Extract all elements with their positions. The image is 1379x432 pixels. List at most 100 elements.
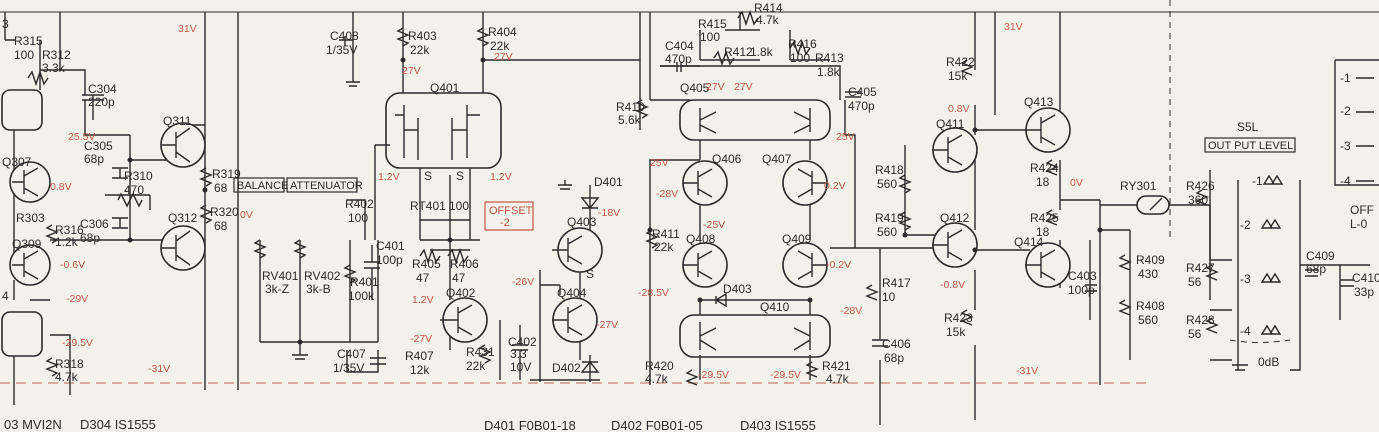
q413-label: Q413 <box>1024 95 1054 109</box>
right-pos-3: -3 <box>1340 139 1351 153</box>
r412-ref: R412 <box>724 45 753 59</box>
r319-value: 68 <box>214 181 228 195</box>
r416-value: 100 <box>790 51 810 65</box>
r417-value: 10 <box>882 290 896 304</box>
r405-ref: R405 <box>412 257 441 271</box>
output-level-box: OUT PUT LEVEL <box>1208 140 1293 152</box>
switch-pos-1: -1 <box>1252 174 1263 188</box>
c404-value: 470p <box>665 52 692 66</box>
rt401-ref: RT401 <box>410 199 446 213</box>
r310-ref: R310 <box>124 169 153 183</box>
v-27v-neg: -27V <box>410 333 432 345</box>
r421-ref: R421 <box>822 359 851 373</box>
v-27v-c: 27V <box>706 81 725 93</box>
r318-ref: R318 <box>55 357 84 371</box>
r418-value: 560 <box>877 177 897 191</box>
r404-value: 22k <box>490 39 510 53</box>
r403-value: 22k <box>410 43 430 57</box>
driver-stage: C404 470p R415 100 R414 4.7k R412 1.8k R… <box>616 1 940 386</box>
r419-value: 560 <box>877 225 897 239</box>
switch-gang-dashed <box>1229 339 1291 343</box>
rv402-value: 3k-B <box>306 282 331 296</box>
left-stage: 3 R315 100 R312 3.3k C304 220p Q307 C305… <box>1 12 253 405</box>
switch-pos-4: -4 <box>1240 324 1251 338</box>
v-29-5v-a: -29.5V <box>698 369 729 381</box>
r408-value: 560 <box>1138 313 1158 327</box>
r425-ref: R425 <box>1030 211 1059 225</box>
c403-ref: C403 <box>1068 269 1097 283</box>
c405-ref: C405 <box>848 85 877 99</box>
c403-value: 100p <box>1068 283 1095 297</box>
c304-ref: C304 <box>88 82 117 96</box>
r414-ref: R414 <box>754 1 783 15</box>
r318-value: 4.7k <box>55 370 79 384</box>
c402-voltage: 10V <box>510 360 531 374</box>
r315-value: 100 <box>14 48 34 62</box>
q412-label: Q412 <box>940 211 970 225</box>
r413-ref: R413 <box>815 51 844 65</box>
r409-value: 430 <box>1138 267 1158 281</box>
v-0-8v-right: 0.8V <box>948 103 970 115</box>
r420-ref: R420 <box>645 359 674 373</box>
r-top-fragment: 3 <box>2 17 9 31</box>
r422-value: 15k <box>948 69 968 83</box>
d402-label: D402 <box>552 361 581 375</box>
footer-d402: D402 F0B01-05 <box>611 418 703 432</box>
r420-value: 4.7k <box>645 372 669 386</box>
v-0-8v-neg: -0.8V <box>940 279 965 291</box>
r404-ref: R404 <box>488 25 517 39</box>
r418-ref: R418 <box>875 163 904 177</box>
r312-value: 3.3k <box>42 61 66 75</box>
q401-label: Q401 <box>430 81 460 95</box>
r407-value: 12k <box>410 363 430 377</box>
q312-label: Q312 <box>168 211 198 225</box>
c402-value: 3.3 <box>510 347 527 361</box>
r401-ref: R401 <box>350 275 379 289</box>
r416-ref: R416 <box>788 37 817 51</box>
r316-value: 1.2k <box>55 235 79 249</box>
v-31v-right-bottom: -31V <box>1016 365 1038 377</box>
v-27v-b: 27V <box>494 51 513 63</box>
v-28-5v: -28.5V <box>638 287 669 299</box>
r424-ref: R424 <box>1030 161 1059 175</box>
d4-fragment: 4 <box>2 289 9 303</box>
r405-value: 47 <box>416 271 430 285</box>
switch-0db-label: 0dB <box>1258 355 1279 369</box>
r427-value: 56 <box>1188 275 1202 289</box>
q403-label: Q403 <box>567 215 597 229</box>
r427-ref: R427 <box>1186 261 1215 275</box>
r410-value: 5.6k <box>618 113 642 127</box>
r412-value: 1.8k <box>750 45 774 59</box>
offset-value: -2 <box>500 217 510 229</box>
right-pos-2: -2 <box>1340 104 1351 118</box>
c306-ref: C306 <box>80 217 109 231</box>
v-27v-q404: -27V <box>596 319 618 331</box>
o-label: L-0 <box>1350 217 1368 231</box>
q411-label: Q411 <box>936 117 965 131</box>
q311-label: Q311 <box>163 114 192 128</box>
c408-value: 1/35V <box>326 43 357 57</box>
c304-value: 220p <box>88 95 115 109</box>
c410-value: 33p <box>1354 285 1374 299</box>
q401-pin-s1: S <box>424 169 432 183</box>
r312-ref: R312 <box>42 48 71 62</box>
c406-ref: C406 <box>882 337 911 351</box>
r423-value: 15k <box>946 325 966 339</box>
v-1-2v-q402: 1.2V <box>412 294 434 306</box>
r409-ref: R409 <box>1136 253 1165 267</box>
rv401-ref: RV401 <box>262 269 299 283</box>
c404-ref: C404 <box>665 39 694 53</box>
q414-label: Q414 <box>1014 235 1044 249</box>
rt401-value: 100 <box>449 199 469 213</box>
r319-ref: R319 <box>212 167 241 181</box>
c305-value: 68p <box>84 152 104 166</box>
attenuator-box: ATTENUATOR <box>290 180 363 192</box>
right-pos-1: -1 <box>1340 71 1351 85</box>
v-27v-d: 27V <box>734 81 753 93</box>
v-29v: -29V <box>66 293 88 305</box>
v-25v-a: 25V <box>650 157 669 169</box>
r408-ref: R408 <box>1136 299 1165 313</box>
v-0-6v: -0.6V <box>60 259 85 271</box>
